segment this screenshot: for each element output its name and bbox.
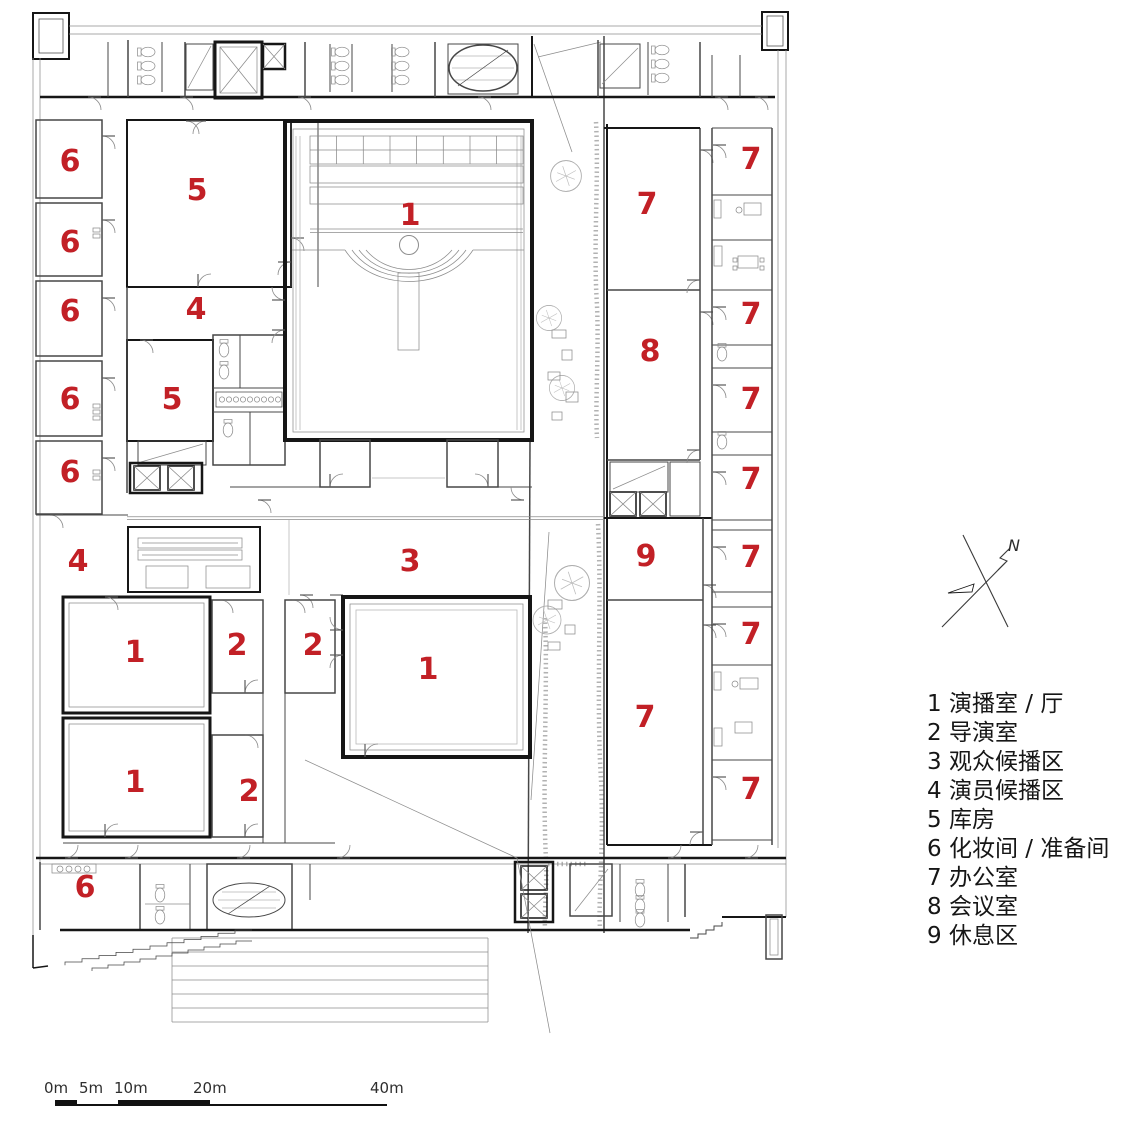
north-label: N: [1008, 536, 1020, 555]
stage-grid: [309, 135, 524, 233]
scale-label-10m: 10m: [114, 1079, 148, 1097]
right-outer-column: [711, 127, 773, 845]
room-label-1-12: 1: [124, 765, 146, 800]
colonnade: [127, 516, 604, 609]
scale-segment-0: [55, 1100, 77, 1106]
room-label-2-14: 2: [226, 628, 248, 663]
room-label-6-4: 6: [59, 455, 81, 490]
room-label-4-9: 4: [67, 544, 89, 579]
legend-item-8: 8 会议室: [927, 894, 1018, 920]
tree-icon: [550, 160, 582, 192]
scale-label-5m: 5m: [79, 1079, 104, 1097]
tree-icon: [532, 605, 562, 635]
legend-item-6: 6 化妆间 / 准备间: [927, 836, 1110, 862]
top-service-band: [107, 40, 741, 100]
legend-item-1: 1 演播室 / 厅: [927, 691, 1064, 717]
room-label-2-15: 2: [302, 628, 324, 663]
scale-label-0m: 0m: [44, 1079, 69, 1097]
scale-segment-1: [77, 1104, 118, 1106]
legend-item-4: 4 演员候播区: [927, 778, 1064, 804]
left-wing: [35, 119, 319, 529]
corner-steps: [32, 929, 252, 971]
room-label-5-6: 5: [186, 173, 208, 208]
canopy-lines: [304, 759, 551, 1034]
tree-icon: [536, 305, 562, 331]
scale-segment-2: [118, 1100, 210, 1106]
room-label-9-18: 9: [635, 539, 657, 574]
room-label-7-26: 7: [740, 540, 762, 575]
legend-item-7: 7 办公室: [927, 865, 1018, 891]
scale-label-20m: 20m: [193, 1079, 227, 1097]
room-label-7-27: 7: [740, 617, 762, 652]
room-label-4-8: 4: [185, 292, 207, 327]
legend-item-9: 9 休息区: [927, 923, 1018, 949]
atrium-benches: [547, 329, 579, 651]
room-label-5-7: 5: [161, 382, 183, 417]
main-studio: [271, 119, 534, 442]
room-label-6-1: 6: [59, 225, 81, 260]
room-label-3-17: 3: [399, 544, 421, 579]
room-label-6-5: 6: [74, 870, 96, 905]
room-label-7-21: 7: [634, 700, 656, 735]
studio-vestibules: [230, 439, 532, 514]
tree-icon: [549, 375, 575, 401]
room-label-6-2: 6: [59, 294, 81, 329]
room-label-1-10: 1: [399, 198, 421, 233]
room-label-7-24: 7: [740, 382, 762, 417]
room-label-7-25: 7: [740, 462, 762, 497]
tree-icon: [554, 565, 590, 601]
building-facade: [32, 11, 789, 935]
north-arrow-icon: [941, 534, 1011, 628]
right-core: [609, 461, 701, 517]
studio-seating: [397, 272, 420, 351]
stage-apron-arcs: [292, 249, 524, 282]
room-label-7-20: 7: [636, 187, 658, 222]
room-label-1-13: 1: [417, 652, 439, 687]
room-label-6-3: 6: [59, 382, 81, 417]
bottom-service-band: [36, 844, 786, 960]
secondary-studio: [329, 595, 532, 759]
right-inner-column: [604, 124, 717, 846]
legend: 1 演播室 / 厅 2 导演室 3 观众候播区 4 演员候播区 5 库房 6 化妆间 / …: [927, 690, 1109, 951]
room-label-7-22: 7: [740, 142, 762, 177]
scale-segment-3: [210, 1104, 387, 1106]
scale-label-40m: 40m: [370, 1079, 404, 1097]
room-label-2-16: 2: [238, 774, 260, 809]
room-label-1-11: 1: [124, 635, 146, 670]
escalator: [127, 526, 261, 593]
room-label-7-23: 7: [740, 297, 762, 332]
small-studios-block: [61, 595, 336, 844]
stage-center-mark: [399, 235, 419, 255]
legend-item-3: 3 观众候播区: [927, 749, 1064, 775]
atrium: [527, 36, 605, 934]
room-label-6-0: 6: [59, 144, 81, 179]
legend-item-5: 5 库房: [927, 807, 995, 833]
room-label-7-28: 7: [740, 772, 762, 807]
room-label-8-19: 8: [639, 334, 661, 369]
office-furniture: [713, 199, 765, 747]
legend-item-2: 2 导演室: [927, 720, 1018, 746]
entry-steps: [171, 937, 489, 1023]
